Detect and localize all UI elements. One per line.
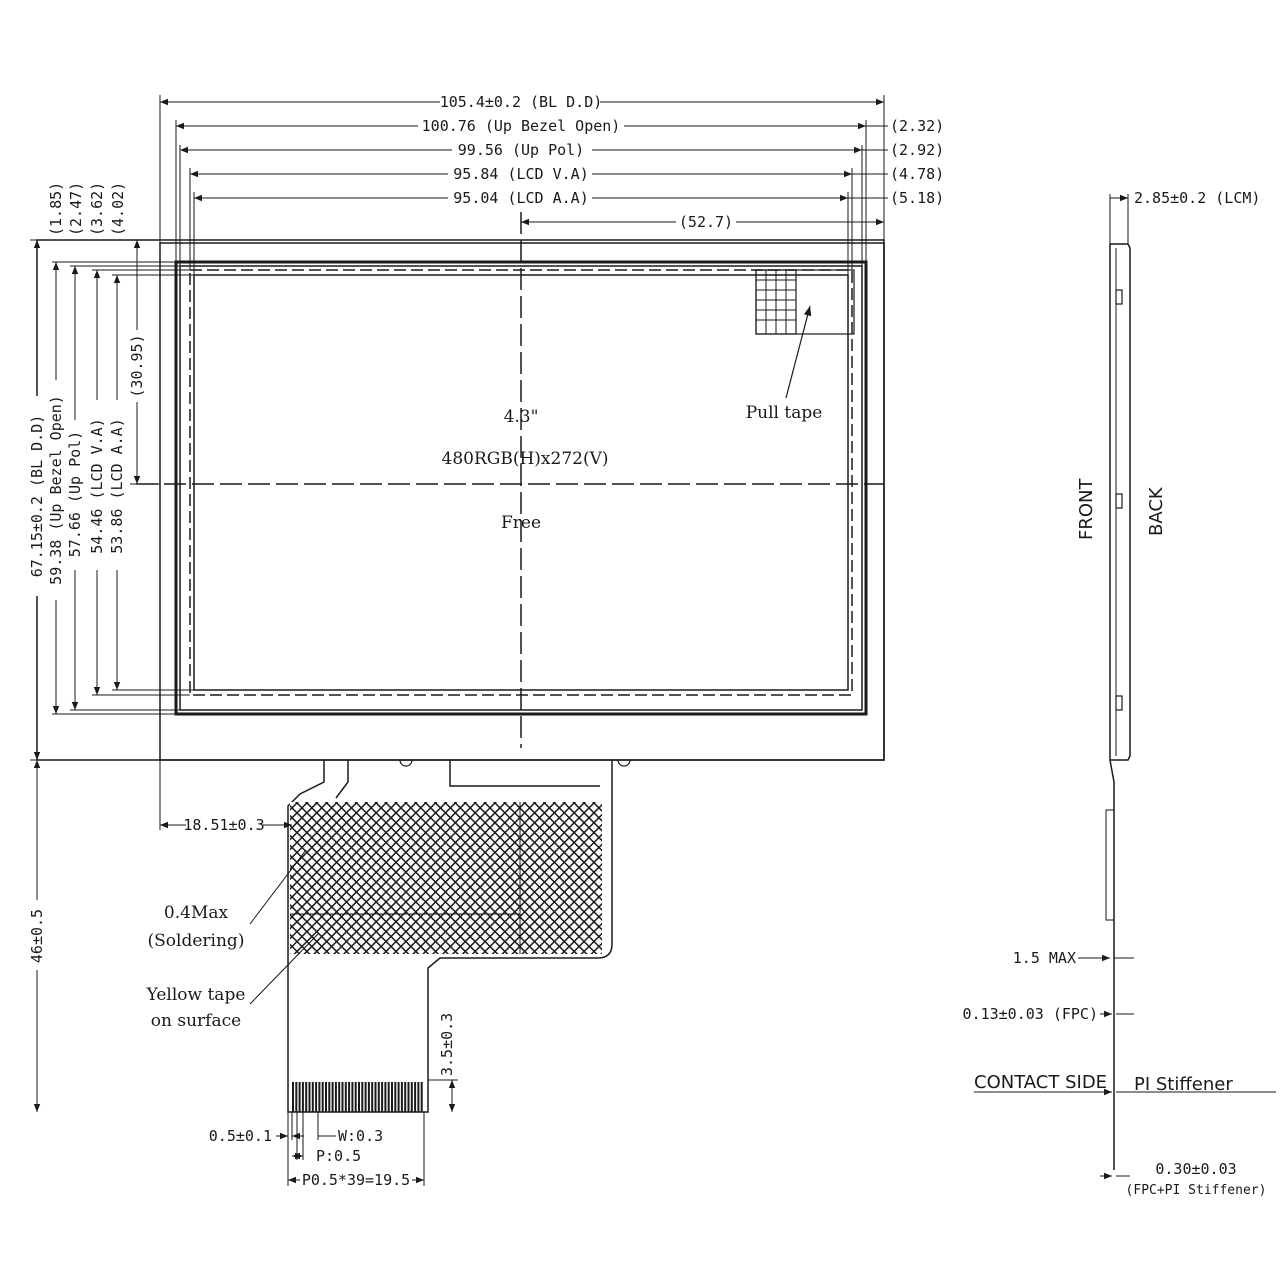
- gold-finger: [391, 1082, 393, 1112]
- gold-finger: [301, 1082, 304, 1112]
- contact-side-label: CONTACT SIDE: [974, 1072, 1107, 1093]
- gold-finger: [348, 1082, 351, 1112]
- dim-bezel-width: 100.76 (Up Bezel Open): [422, 117, 621, 135]
- gold-finger: [334, 1082, 337, 1112]
- gold-finger: [410, 1082, 413, 1112]
- gold-finger: [305, 1082, 308, 1112]
- dim-bl-width: 105.4±0.2 (BL D.D): [440, 93, 603, 111]
- gold-finger: [295, 1082, 298, 1112]
- dim-top-2-47: (2.47): [67, 182, 85, 236]
- gold-finger: [384, 1082, 387, 1112]
- fpc: 18.51±0.3 0.4Max (Soldering) Yellow tape…: [146, 759, 631, 1189]
- gold-finger: [331, 1082, 334, 1112]
- gold-finger: [321, 1082, 324, 1112]
- gold-finger: [351, 1082, 354, 1112]
- dim-top-4-02: (4.02): [109, 182, 127, 236]
- gold-finger: [308, 1082, 311, 1112]
- gold-finger: [311, 1082, 314, 1112]
- dim-va-width: 95.84 (LCD V.A): [453, 165, 588, 183]
- gold-finger: [315, 1082, 318, 1112]
- dim-finger-length: 3.5±0.3: [438, 1013, 456, 1076]
- dim-right-5-18: (5.18): [890, 189, 944, 207]
- pi-stiffener-label: PI Stiffener: [1134, 1074, 1233, 1095]
- front-label: FRONT: [1076, 478, 1097, 540]
- dim-aa-height: 53.86 (LCD A.A): [108, 418, 126, 553]
- dim-right-2-32: (2.32): [890, 117, 944, 135]
- fpc-component-area: [290, 802, 602, 954]
- gold-finger: [371, 1082, 374, 1112]
- pull-tape-label: Pull tape: [746, 403, 823, 423]
- dim-right-4-78: (4.78): [890, 165, 944, 183]
- display-size-label: 4.3": [504, 407, 539, 427]
- dim-pitch: P:0.5: [316, 1147, 361, 1165]
- gold-finger: [338, 1082, 341, 1112]
- left-dimensions: 67.15±0.2 (BL D.D) 59.38 (Up Bezel Open)…: [28, 182, 194, 1112]
- gold-finger: [377, 1082, 380, 1112]
- dim-center-x: (52.7): [679, 213, 733, 231]
- gold-finger: [407, 1082, 410, 1112]
- stiffener-total-label: 0.30±0.03: [1155, 1160, 1236, 1178]
- dim-pol-height: 57.66 (Up Pol): [66, 431, 84, 557]
- gold-finger: [341, 1082, 344, 1112]
- gold-finger: [318, 1082, 321, 1112]
- fpc-outline: [287, 760, 613, 1113]
- gold-finger: [414, 1082, 417, 1112]
- gold-finger: [394, 1082, 397, 1112]
- dim-right-2-92: (2.92): [890, 141, 944, 159]
- fpc-thickness-label: 0.13±0.03 (FPC): [963, 1005, 1098, 1023]
- dim-bl-height: 67.15±0.2 (BL D.D): [28, 415, 46, 578]
- top-dimensions: 105.4±0.2 (BL D.D) 100.76 (Up Bezel Open…: [159, 92, 944, 275]
- dim-total-pitch: P0.5*39=19.5: [302, 1171, 410, 1189]
- dim-va-height: 54.46 (LCD V.A): [88, 418, 106, 553]
- max-1-5-label: 1.5 MAX: [1013, 949, 1076, 967]
- gold-finger: [361, 1082, 364, 1112]
- gold-finger: [367, 1082, 370, 1112]
- dim-aa-width: 95.04 (LCD A.A): [453, 189, 588, 207]
- backlight-outline: [36, 239, 885, 761]
- gold-finger: [374, 1082, 377, 1112]
- dim-bezel-height: 59.38 (Up Bezel Open): [47, 395, 65, 585]
- yellow-tape-label: Yellow tape: [146, 985, 246, 1005]
- stiffener-total-note: (FPC+PI Stiffener): [1126, 1183, 1267, 1198]
- gold-finger: [292, 1082, 294, 1112]
- gold-finger: [364, 1082, 367, 1112]
- gold-finger: [358, 1082, 360, 1112]
- dim-finger-width: W:0.3: [338, 1127, 383, 1145]
- gold-finger: [420, 1082, 423, 1112]
- gold-finger: [298, 1082, 301, 1112]
- front-view: 4.3" 480RGB(H)x272(V) Free Pull tape: [36, 212, 885, 761]
- gold-finger: [397, 1082, 400, 1112]
- dim-edge: 0.5±0.1: [209, 1127, 272, 1145]
- gold-fingers: [292, 1082, 423, 1112]
- dim-fpc-offset: 18.51±0.3: [183, 816, 264, 834]
- solder-max-label: 0.4Max: [164, 903, 229, 923]
- free-label: Free: [501, 513, 541, 533]
- dim-fpc-length: 46±0.5: [28, 909, 46, 963]
- pull-tape: [755, 269, 855, 399]
- gold-finger: [387, 1082, 390, 1112]
- dim-top-1-85: (1.85): [47, 182, 65, 236]
- gold-finger: [381, 1082, 384, 1112]
- dim-center-y: (30.95): [128, 334, 146, 397]
- side-view: 2.85±0.2 (LCM) FRONT BACK 1.5 MAX 0.13±0…: [963, 189, 1276, 1198]
- bezel-outline: [159, 242, 885, 761]
- lcm-thickness-label: 2.85±0.2 (LCM): [1134, 189, 1260, 207]
- gold-finger: [325, 1082, 327, 1112]
- soldering-label: (Soldering): [148, 931, 245, 951]
- gold-finger: [417, 1082, 420, 1112]
- gold-finger: [328, 1082, 331, 1112]
- gold-finger: [404, 1082, 407, 1112]
- on-surface-label: on surface: [151, 1011, 241, 1031]
- back-label: BACK: [1146, 486, 1167, 536]
- dim-pol-width: 99.56 (Up Pol): [458, 141, 584, 159]
- gold-finger: [400, 1082, 403, 1112]
- gold-finger: [354, 1082, 357, 1112]
- resolution-label: 480RGB(H)x272(V): [442, 449, 609, 469]
- dim-top-3-62: (3.62): [88, 182, 106, 236]
- gold-finger: [344, 1082, 347, 1112]
